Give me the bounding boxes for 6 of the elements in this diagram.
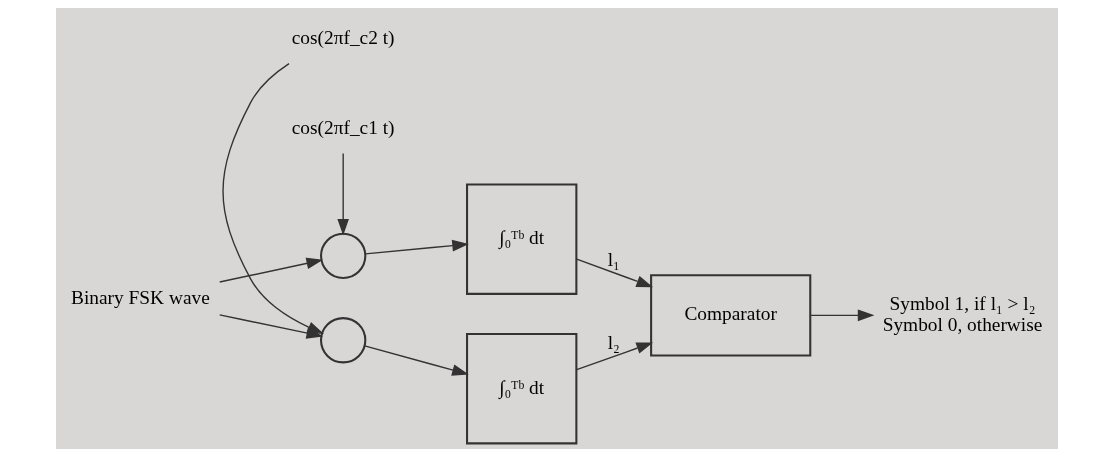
node-text: cos(2πf_c2 t) bbox=[291, 26, 395, 48]
edge-label: l₂ bbox=[607, 331, 620, 353]
edge-label: l₁ bbox=[607, 248, 620, 270]
node-text: Symbol 1, if l₁ > l₂ Symbol 0, otherwise bbox=[882, 293, 1043, 335]
node-text: cos(2πf_c1 t) bbox=[291, 116, 395, 138]
node-text: Binary FSK wave bbox=[71, 286, 210, 308]
